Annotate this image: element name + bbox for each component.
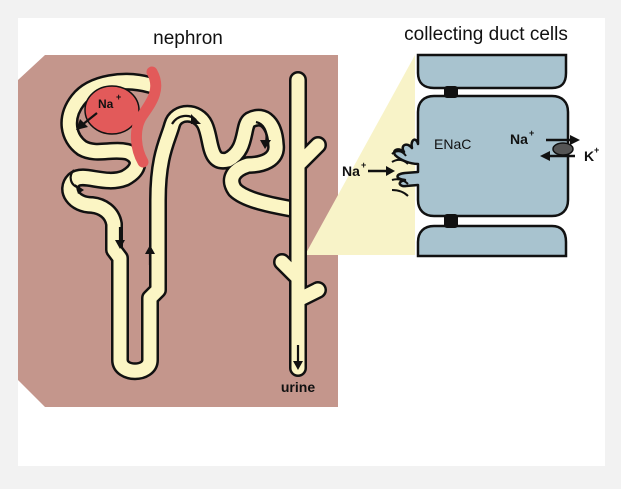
nephron-tubule [60, 72, 307, 381]
na-channel-charge: + [361, 160, 366, 170]
urine-label: urine [281, 379, 315, 395]
k-pump-label: K [584, 148, 594, 164]
collecting-duct-title: collecting duct cells [404, 24, 568, 45]
glomerulus [84, 85, 140, 135]
k-pump-charge: + [594, 145, 599, 155]
blood-vessel [131, 66, 162, 168]
na-glomerulus-label: Na [98, 97, 114, 111]
enac-channel [391, 150, 409, 197]
na-channel-label: Na [342, 163, 360, 179]
na-pump-charge: + [529, 128, 534, 138]
na-filtration-arrow [81, 112, 98, 126]
flow-arrows [69, 112, 303, 370]
collecting-duct-cells [368, 53, 580, 258]
tight-junction-top [444, 86, 458, 98]
collecting-duct-lumen [275, 73, 325, 375]
upper-cell [416, 53, 568, 90]
collecting-duct [273, 71, 327, 377]
na-filtration-arrowhead [76, 119, 88, 130]
nephron-title: nephron [153, 28, 223, 49]
enac-label: ENaC [434, 136, 471, 152]
zoom-wedge [305, 55, 415, 255]
na-pump-label: Na [510, 131, 528, 147]
na-glomerulus-charge: + [116, 92, 121, 102]
tubule-lumen [62, 75, 305, 378]
middle-cell [393, 94, 570, 218]
flow-arrow-distal-bend [255, 120, 268, 143]
lower-cell [416, 224, 568, 258]
tight-junction-bottom [444, 214, 458, 228]
